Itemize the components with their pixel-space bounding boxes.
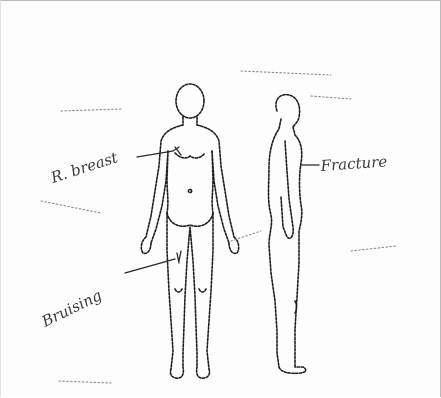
front-torso (167, 151, 213, 213)
side-head (276, 95, 300, 127)
annotation-label-left-upper: R. breast (48, 148, 121, 187)
front-legs-inner (183, 227, 197, 367)
annotation-label-left-lower: Bruising (38, 286, 105, 331)
front-hands (141, 237, 238, 253)
side-knee (295, 301, 297, 313)
front-thigh-mark (177, 251, 181, 263)
front-feet (170, 367, 209, 378)
side-arm (281, 141, 293, 238)
front-hips (167, 213, 213, 226)
annotation-label-right-side: Fracture (319, 152, 388, 175)
side-body-figure (269, 95, 306, 374)
side-front (293, 127, 302, 367)
front-body-figure (141, 84, 238, 378)
front-legs-outer (167, 213, 213, 369)
front-navel (188, 189, 191, 192)
front-head (176, 84, 204, 118)
front-arms-outer (146, 125, 234, 237)
side-back (269, 119, 282, 367)
annotation-left-upper: R. breast (48, 148, 173, 187)
annotation-left-lower: Bruising (38, 259, 175, 331)
annotation-right-side: Fracture (301, 152, 388, 175)
paper-noise (41, 71, 396, 383)
front-knees (175, 289, 206, 292)
side-foot (279, 367, 306, 373)
